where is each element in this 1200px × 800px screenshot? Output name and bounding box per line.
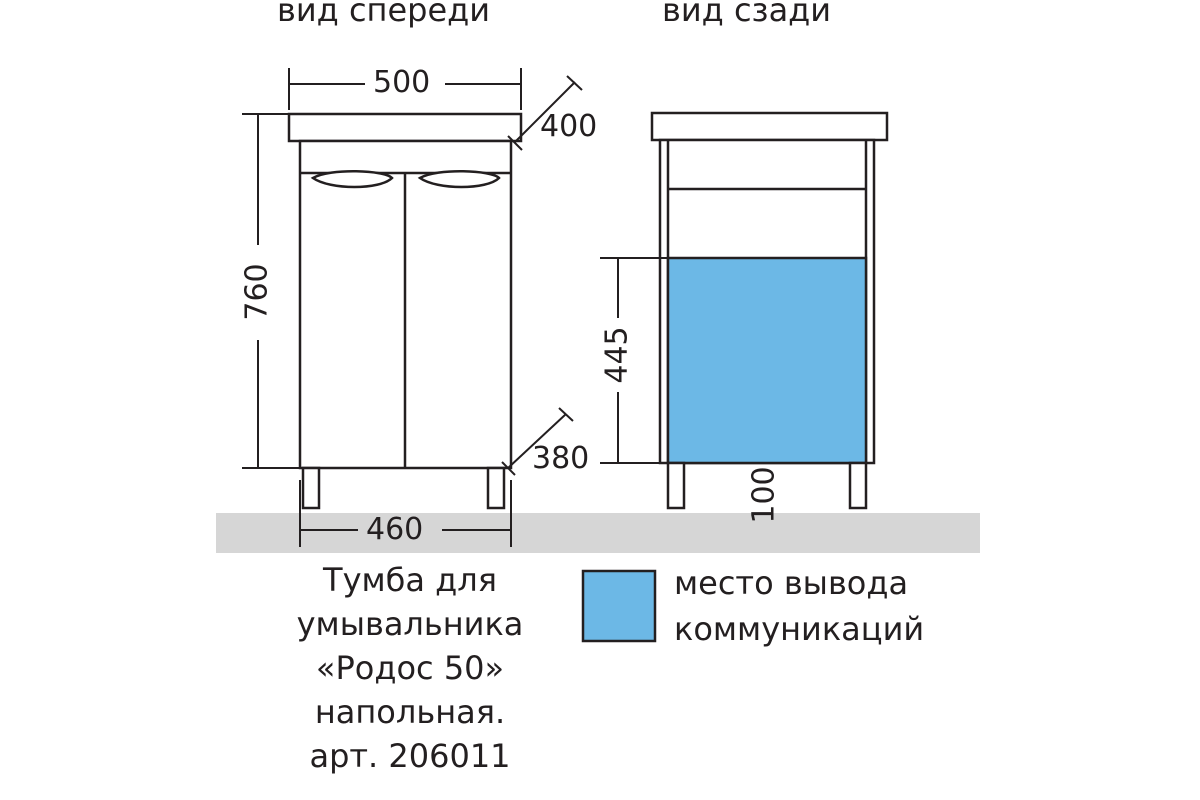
legend-line: место вывода bbox=[674, 564, 909, 602]
dim-height-label: 760 bbox=[240, 263, 275, 320]
dim-utility-height-label: 445 bbox=[600, 326, 635, 383]
dim-depth-top-label: 400 bbox=[540, 109, 598, 144]
dim-front-width-label: 500 bbox=[373, 65, 431, 100]
back-view-title: вид сзади bbox=[662, 0, 832, 29]
utility-zone bbox=[666, 256, 868, 465]
dim-depth-bottom-label: 380 bbox=[532, 441, 590, 476]
product-caption: Тумба для умывальника «Родос 50» напольн… bbox=[240, 558, 580, 778]
caption-line: напольная. bbox=[314, 693, 506, 731]
right-door-handle bbox=[417, 170, 501, 189]
back-view bbox=[650, 111, 889, 510]
legend-label: место вывода коммуникаций bbox=[674, 560, 924, 652]
dim-leg-height-label: 100 bbox=[747, 466, 782, 523]
caption-line: умывальника bbox=[296, 605, 524, 643]
back-dimension-lines bbox=[600, 257, 668, 464]
front-dimension-lines bbox=[242, 68, 583, 547]
left-door-handle bbox=[310, 170, 394, 189]
back-right-leg bbox=[848, 461, 868, 510]
caption-line: арт. 206011 bbox=[309, 737, 511, 775]
front-view bbox=[287, 112, 523, 510]
legend-swatch bbox=[581, 569, 657, 643]
dim-base-width-label: 460 bbox=[366, 512, 424, 547]
back-countertop bbox=[650, 111, 889, 142]
caption-line: «Родос 50» bbox=[315, 649, 505, 687]
front-countertop bbox=[287, 112, 523, 143]
back-left-leg bbox=[666, 461, 686, 510]
front-left-leg bbox=[301, 466, 321, 510]
front-right-leg bbox=[486, 466, 506, 510]
legend-line: коммуникаций bbox=[674, 610, 925, 648]
front-view-title: вид спереди bbox=[277, 0, 491, 29]
floor-strip bbox=[216, 513, 980, 553]
caption-line: Тумба для bbox=[323, 561, 497, 599]
